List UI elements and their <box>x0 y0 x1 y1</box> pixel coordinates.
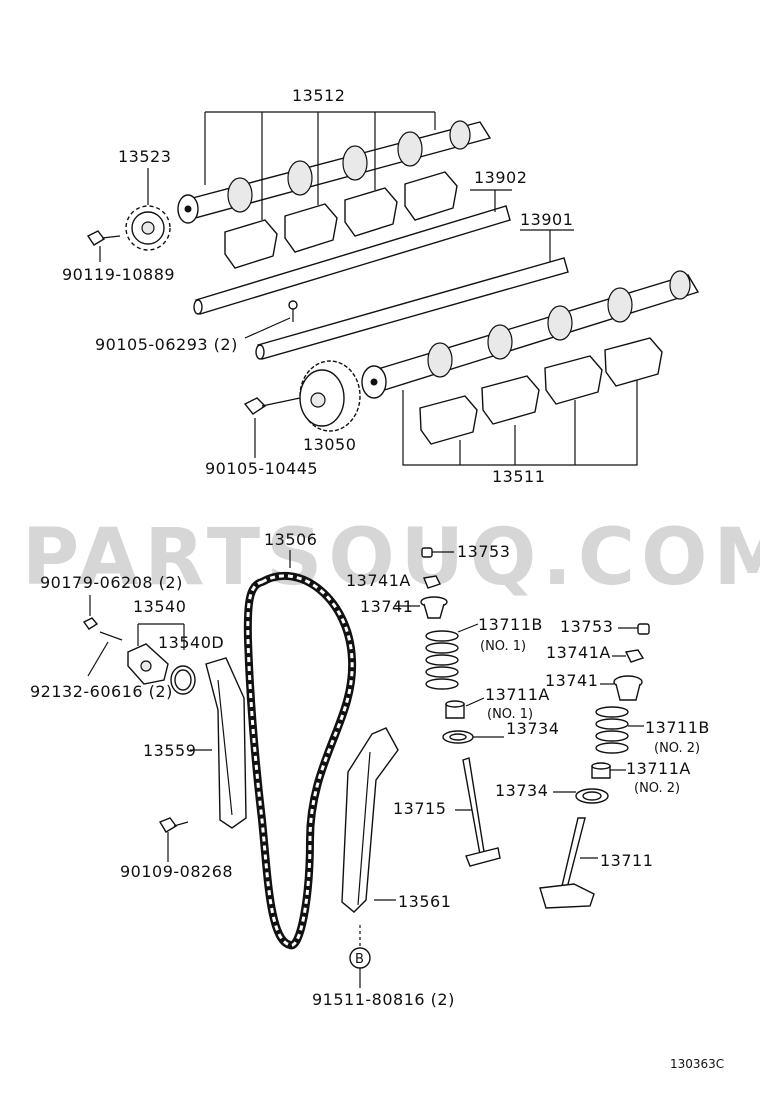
callout-90179-06208: 90179-06208 (2) <box>40 573 183 592</box>
rocker-shaft-13901[interactable] <box>255 257 569 360</box>
callout-13711B-top-note: (NO. 1) <box>480 639 526 654</box>
timing-chain[interactable] <box>243 572 357 950</box>
valve-seat-top[interactable] <box>445 700 465 719</box>
callout-13741A-right: 13741A <box>546 643 611 662</box>
callout-13741A-top: 13741A <box>346 571 411 590</box>
callout-13540D: 13540D <box>158 633 224 652</box>
rocker-shaft-13902[interactable] <box>193 205 511 315</box>
callout-91511-80816: 91511-80816 (2) <box>312 990 455 1009</box>
callout-13734-top: 13734 <box>506 719 559 738</box>
tensioner-bolt[interactable] <box>82 617 99 630</box>
callout-13741-top: 13741 <box>360 597 413 616</box>
chain-damper[interactable] <box>341 727 399 913</box>
callout-90105-06293: 90105-06293 (2) <box>95 335 238 354</box>
valve-retainer-right[interactable] <box>613 675 643 701</box>
valve-seal-right[interactable] <box>575 788 609 804</box>
callout-13711A-right: 13711A <box>626 759 691 778</box>
callout-90105-10445: 90105-10445 <box>205 459 318 478</box>
tensioner-gasket[interactable] <box>170 665 196 695</box>
plug-marker-b[interactable]: B <box>349 947 371 969</box>
callout-13512: 13512 <box>204 86 436 220</box>
camshaft-sprocket[interactable] <box>125 205 171 251</box>
slipper-bolt[interactable] <box>158 817 189 833</box>
valve-lock-right[interactable] <box>624 649 645 663</box>
callout-13561: 13561 <box>398 892 451 911</box>
callout-13540: 13540 <box>133 597 186 616</box>
intake-rocker-arms[interactable] <box>224 171 458 269</box>
callout-92132-60616: 92132-60616 (2) <box>30 682 173 701</box>
exhaust-camshaft[interactable] <box>361 270 700 399</box>
callout-90109-08268: 90109-08268 <box>120 862 233 881</box>
callout-13901: 13901 <box>520 210 573 229</box>
valve-lock-top[interactable] <box>423 575 441 589</box>
valve-spring-top[interactable] <box>425 630 459 690</box>
tensioner-stud[interactable] <box>99 631 123 641</box>
vvt-bolt[interactable] <box>243 397 301 415</box>
valve-shim-right[interactable] <box>637 623 650 635</box>
callout-13711: 13711 <box>600 851 653 870</box>
callout-13711B-right: 13711B <box>645 718 710 737</box>
callout-13753-right: 13753 <box>560 617 613 636</box>
callout-13715: 13715 <box>393 799 446 818</box>
svg-text:13511: 13511 <box>492 467 545 486</box>
callout-13734-right: 13734 <box>495 781 548 800</box>
callout-13711A-top: 13711A <box>485 685 550 704</box>
callout-90119-10889: 90119-10889 <box>62 265 175 284</box>
diagram-id: 130363C <box>670 1057 724 1071</box>
sprocket-bolt[interactable] <box>86 230 121 246</box>
svg-text:13512: 13512 <box>292 86 345 105</box>
callout-13559: 13559 <box>143 741 196 760</box>
callout-13523: 13523 <box>118 147 171 166</box>
callout-13741-right: 13741 <box>545 671 598 690</box>
valve-seal-top[interactable] <box>442 730 474 744</box>
callout-13050: 13050 <box>303 435 356 454</box>
valve-retainer-top[interactable] <box>420 596 448 619</box>
watermark-text: PARTSOUQ.COM <box>22 513 760 603</box>
valve-spring-right[interactable] <box>595 706 629 754</box>
valve-seat-right[interactable] <box>591 762 611 779</box>
callout-13711A-right-note: (NO. 2) <box>634 781 680 796</box>
callout-13902: 13902 <box>474 168 527 187</box>
intake-valve[interactable] <box>462 757 501 867</box>
intake-camshaft[interactable] <box>177 120 492 224</box>
callout-13753-top: 13753 <box>457 542 510 561</box>
callout-13506: 13506 <box>264 530 317 549</box>
valve-shim-top[interactable] <box>421 547 433 558</box>
callout-13711A-top-note: (NO. 1) <box>487 707 533 722</box>
exhaust-rocker-arms[interactable] <box>419 337 663 445</box>
shaft-screw[interactable] <box>288 300 298 322</box>
chain-tensioner[interactable] <box>127 643 169 685</box>
callout-13711B-top: 13711B <box>478 615 543 634</box>
callout-13711B-right-note: (NO. 2) <box>654 741 700 756</box>
exhaust-valve[interactable] <box>539 817 595 909</box>
svg-text:B: B <box>355 952 364 967</box>
vvt-gear[interactable] <box>299 360 361 432</box>
chain-slipper[interactable] <box>205 657 247 829</box>
callout-13511: 13511 <box>402 380 638 486</box>
